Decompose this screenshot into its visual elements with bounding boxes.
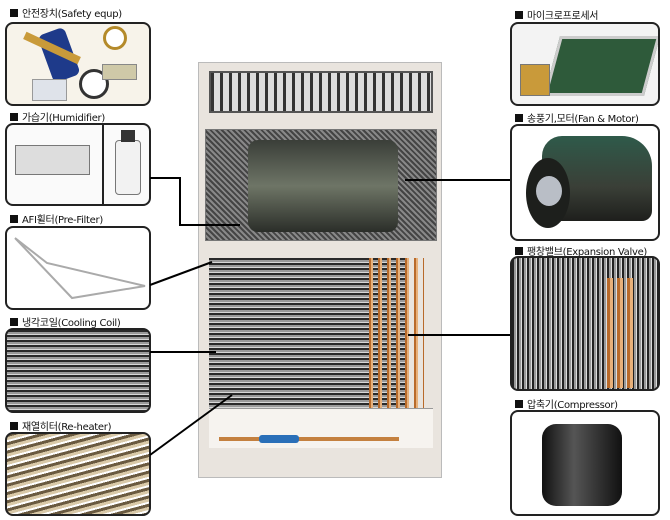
label-humidifier: 가습기(Humidifier) [10, 109, 105, 124]
refrigerant-pipe [219, 437, 399, 441]
copper-pipes [369, 258, 424, 418]
expansion-valve-image [510, 256, 660, 391]
leader-re-heater [149, 394, 233, 456]
re-heater-image [5, 432, 151, 516]
label-pre-filter: AFI휠터(Pre-Filter) [10, 211, 103, 226]
top-grille [209, 71, 433, 113]
base-section [209, 408, 433, 448]
label-text: 안전장치(Safety equp) [22, 9, 122, 20]
safety-equipment-image [5, 22, 151, 106]
label-compressor: 압축기(Compressor) [515, 396, 618, 411]
label-text: 송풍기,모터(Fan & Motor) [527, 114, 639, 125]
blower-fan [248, 140, 398, 232]
leader-pre-filter [149, 261, 213, 286]
label-expansion-valve: 팽창밸브(Expansion Valve) [515, 243, 647, 258]
microprocessor-image [510, 22, 660, 106]
label-text: 가습기(Humidifier) [22, 113, 105, 124]
label-re-heater: 재열히터(Re-heater) [10, 418, 111, 433]
fan-compartment [205, 129, 437, 241]
label-text: 냉각코일(Cooling Coil) [22, 318, 121, 329]
air-conditioner-unit [198, 62, 442, 478]
label-text: 팽창밸브(Expansion Valve) [527, 247, 648, 258]
humidifier-image [5, 123, 151, 206]
label-text: 압축기(Compressor) [527, 400, 618, 411]
label-text: AFI휠터(Pre-Filter) [22, 215, 103, 226]
label-cooling-coil: 냉각코일(Cooling Coil) [10, 314, 121, 329]
pre-filter-image [5, 226, 151, 310]
leader-humidifier [150, 177, 240, 226]
filter-drier [259, 435, 299, 443]
label-text: 마이크로프로세서 [527, 11, 599, 22]
compressor-image [510, 410, 660, 516]
label-microprocessor: 마이크로프로세서 [515, 7, 599, 22]
label-fan-motor: 송풍기,모터(Fan & Motor) [515, 110, 639, 125]
label-text: 재열히터(Re-heater) [22, 422, 112, 433]
cooling-coil-image [5, 328, 151, 413]
fan-motor-image [510, 124, 660, 241]
label-safety-equipment: 안전장치(Safety equp) [10, 5, 122, 20]
